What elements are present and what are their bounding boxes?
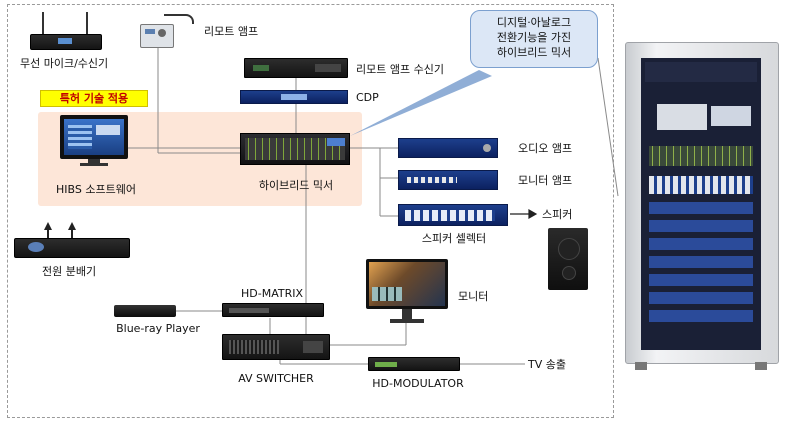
- bluray-label: Blue-ray Player: [116, 322, 200, 335]
- hd-modulator-label: HD-MODULATOR: [372, 377, 464, 390]
- monitor-amp-device: [398, 170, 498, 190]
- hybrid-mixer-device: [240, 133, 350, 165]
- bluray-player-device: [114, 305, 176, 317]
- monitor-label: 모니터: [458, 290, 489, 303]
- callout-line-3: 하이브리드 믹서: [496, 46, 572, 59]
- monitor-amp-label: 모니터 앰프: [518, 174, 573, 187]
- hd-matrix-label: HD-MATRIX: [240, 287, 304, 300]
- speaker-label: 스피커: [542, 208, 573, 221]
- rack-cabinet-icon: [625, 42, 779, 370]
- monitor-icon: [366, 259, 448, 325]
- hd-matrix-device: [222, 303, 324, 317]
- diagram-frame: [7, 4, 614, 418]
- microphone-receiver-icon: [30, 12, 102, 52]
- cdp-device: [240, 90, 348, 104]
- hibs-monitor-icon: [60, 115, 128, 167]
- remote-amp-label: 리모트 앰프: [204, 25, 259, 38]
- callout-line-1: 디지털·아날로그: [496, 16, 572, 29]
- speaker-selector-device: [398, 204, 508, 226]
- power-distributor-label: 전원 분배기: [42, 265, 97, 278]
- power-distributor-icon: [14, 222, 130, 258]
- av-switcher-device: [222, 334, 330, 360]
- mixer-callout: 디지털·아날로그 전환기능을 가진 하이브리드 믹서: [470, 10, 598, 68]
- cdp-label: CDP: [356, 91, 379, 104]
- hibs-software-label: HIBS 소프트웨어: [56, 183, 136, 196]
- remote-amp-icon: [140, 14, 194, 48]
- remote-amp-receiver-device: [244, 58, 348, 78]
- audio-amp-label: 오디오 앰프: [518, 142, 573, 155]
- hybrid-mixer-label: 하이브리드 믹서: [258, 179, 334, 192]
- patent-badge: 특허 기술 적용: [40, 90, 148, 107]
- speaker-icon: [548, 228, 588, 290]
- patent-badge-text: 특허 기술 적용: [59, 92, 129, 105]
- hd-modulator-device: [368, 357, 460, 371]
- tv-broadcast-label: TV 송출: [528, 358, 566, 371]
- wireless-mic-label: 무선 마이크/수신기: [20, 57, 109, 70]
- callout-line-2: 전환기능을 가진: [496, 31, 572, 44]
- audio-amp-device: [398, 138, 498, 158]
- speaker-selector-label: 스피커 셀렉터: [421, 232, 487, 245]
- remote-amp-receiver-label: 리모트 앰프 수신기: [356, 63, 444, 76]
- av-switcher-label: AV SWITCHER: [238, 372, 314, 385]
